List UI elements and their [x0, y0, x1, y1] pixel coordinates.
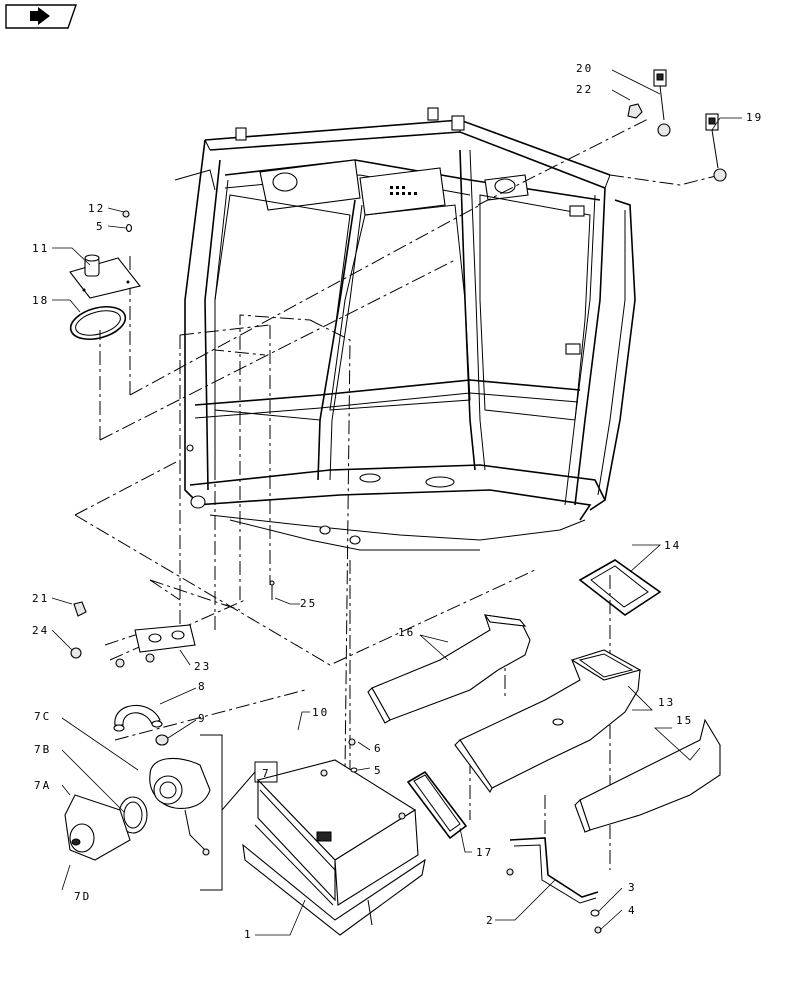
callout-14: 14: [664, 539, 681, 552]
screw-25: [269, 580, 275, 600]
duct-16: [367, 614, 531, 724]
callout-16-label: 16: [398, 626, 415, 639]
washer-6: [348, 738, 356, 746]
leader-lines: [51, 69, 742, 936]
callout-24: 24: [32, 624, 49, 637]
callout-9: 9: [198, 712, 207, 725]
callout-19: 19: [746, 111, 763, 124]
callout-13: 13: [658, 696, 675, 709]
nut-22: [627, 103, 643, 119]
callout-8: 8: [198, 680, 207, 693]
item-7-assembly-bracket: [200, 734, 278, 891]
screw-12: [122, 210, 130, 218]
seal-18: [69, 305, 127, 341]
washer-3: [590, 909, 600, 917]
callout-21-label: 21: [32, 592, 49, 605]
callout-10: 10: [312, 706, 329, 719]
clip-21: [73, 601, 87, 617]
plate-11: [69, 254, 141, 299]
assembly-lines: [74, 117, 721, 870]
callout-7d-label: 7D: [74, 890, 91, 903]
callout-22: 22: [576, 83, 593, 96]
callout-4: 4: [628, 904, 637, 917]
callout-labels: 20 22 19 12 5 11 18 21 24 23 25 8 9 10 6…: [32, 62, 763, 941]
callout-5-top: 5: [96, 220, 105, 233]
callout-12: 12: [88, 202, 105, 215]
gasket-17: [406, 770, 468, 840]
callout-25: 25: [300, 597, 317, 610]
hvac-unit-1: [242, 759, 426, 936]
callout-1: 1: [244, 928, 253, 941]
callout-20: 20: [576, 62, 593, 75]
callout-7: 7: [262, 767, 271, 780]
callout-5-mid: 5: [374, 764, 383, 777]
callout-17: 17: [476, 846, 493, 859]
duct-15: [574, 718, 721, 833]
washer-5-top: [125, 223, 133, 233]
callout-11: 11: [32, 242, 49, 255]
connector-harness-20: [653, 69, 671, 137]
callout-7c: 7C: [34, 710, 51, 723]
bracket-2: [506, 837, 599, 904]
washer-5-mid: [350, 767, 358, 773]
clip-24: [70, 647, 82, 659]
duct-13: [454, 649, 642, 794]
screw-4: [594, 926, 602, 934]
callout-6: 6: [374, 742, 383, 755]
callout-3: 3: [628, 881, 637, 894]
bracket-23: [115, 624, 196, 668]
callout-18: 18: [32, 294, 49, 307]
callout-23: 23: [194, 660, 211, 673]
blower-housing-7c: [149, 757, 211, 856]
callout-7a: 7A: [34, 779, 51, 792]
callout-2: 2: [486, 914, 495, 927]
callout-7b: 7B: [34, 743, 51, 756]
callout-15: 15: [676, 714, 693, 727]
cab-frame: [174, 107, 636, 551]
gasket-14: [578, 559, 662, 616]
blower-housing-7a: [64, 794, 131, 861]
hose-8: [113, 705, 163, 732]
back-arrow-icon[interactable]: [5, 4, 77, 29]
clamp-9: [155, 734, 169, 746]
